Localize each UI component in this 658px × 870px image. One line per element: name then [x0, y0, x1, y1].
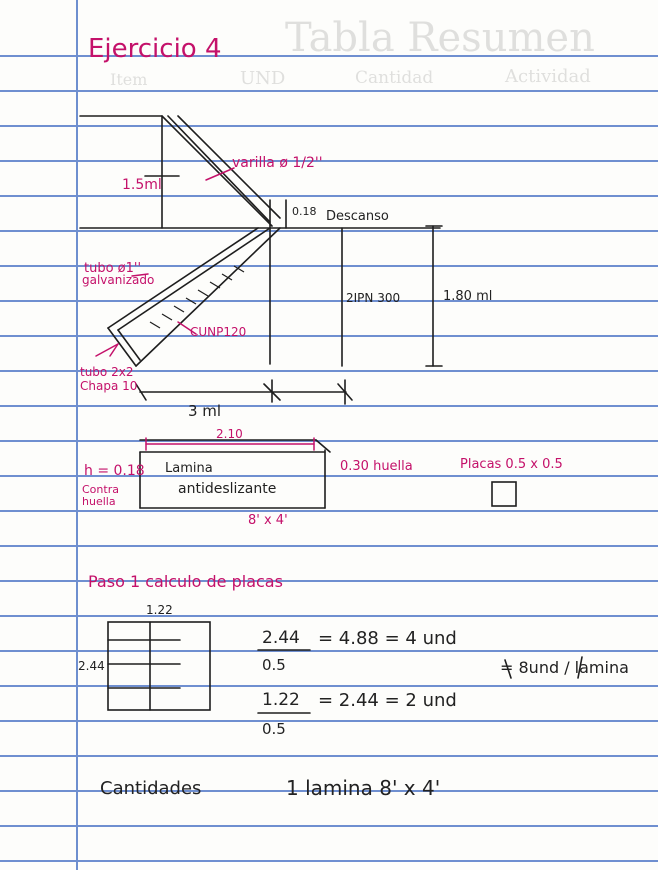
label-tubo-galv-line2: galvanizado	[82, 273, 155, 287]
label-descanso: Descanso	[326, 209, 389, 224]
formula1-denominator: 0.5	[262, 656, 286, 674]
label-grid-height: 2.44	[78, 659, 105, 673]
ghost-col-item: Item	[110, 70, 148, 89]
label-tubo-chapa-line2: Chapa 10	[80, 379, 138, 393]
label-contra-line1: Contra	[82, 483, 119, 496]
ghost-col-activity: Actividad	[505, 66, 591, 87]
formula1-numerator: 2.44	[262, 628, 300, 648]
label-descanso-height: 0.18	[292, 205, 317, 218]
label-contra-line2: huella	[82, 495, 116, 508]
label-tubo-galv-line1: tubo ø1''	[84, 261, 142, 276]
exercise-title: Ejercicio 4	[88, 34, 222, 64]
label-lamina-line1: Lamina	[165, 461, 213, 476]
label-height-left: 1.5ml	[122, 177, 162, 193]
label-height-right: 1.80 ml	[443, 289, 493, 304]
paso-heading: Paso 1 calculo de placas	[88, 572, 283, 591]
label-upn: CUNP120	[190, 325, 247, 339]
ghost-col-unit: UND	[240, 68, 286, 89]
summary-value: 1 lamina 8' x 4'	[286, 776, 441, 800]
ghost-title: Tabla Resumen	[285, 15, 595, 61]
summary-label: Cantidades	[100, 778, 202, 799]
formula2-result: = 2.44 = 2 und	[318, 690, 457, 711]
label-grid-width: 1.22	[146, 603, 173, 617]
ghost-col-qty: Cantidad	[355, 68, 434, 88]
label-span: 3 ml	[188, 402, 222, 420]
label-huella: 0.30 huella	[340, 459, 413, 474]
label-ipn: 2IPN 300	[346, 291, 401, 305]
formula2-numerator: 1.22	[262, 690, 300, 710]
label-riser-h: h = 0.18	[84, 463, 145, 479]
formula2-denominator: 0.5	[262, 720, 286, 738]
total-plates: = 8und / lamina	[500, 658, 629, 677]
margin-line	[76, 0, 78, 870]
label-sheet-width: 2.10	[216, 427, 243, 441]
label-sheet-size: 8' x 4'	[248, 513, 288, 528]
label-tubo-chapa-line1: tubo 2x2	[80, 365, 134, 379]
label-placas: Placas 0.5 x 0.5	[460, 457, 563, 472]
label-varilla: varilla ø 1/2''	[232, 155, 323, 171]
label-lamina-line2: antideslizante	[178, 481, 277, 497]
formula1-result: = 4.88 = 4 und	[318, 628, 457, 649]
